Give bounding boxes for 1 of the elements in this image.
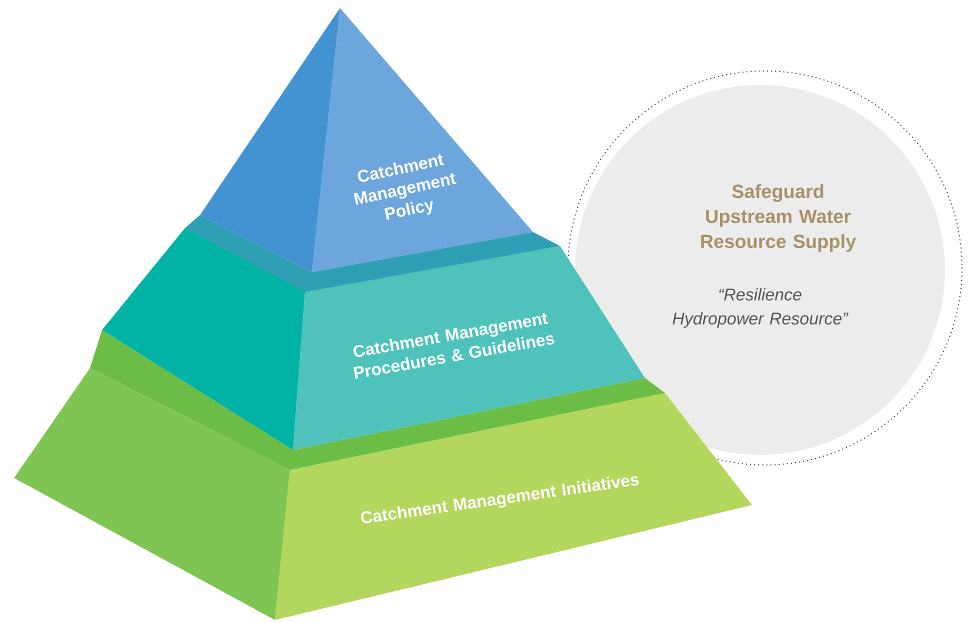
circle-callout: Safeguard Upstream Water Resource Supply “Resilience Hydropower Resource”	[567, 70, 963, 466]
